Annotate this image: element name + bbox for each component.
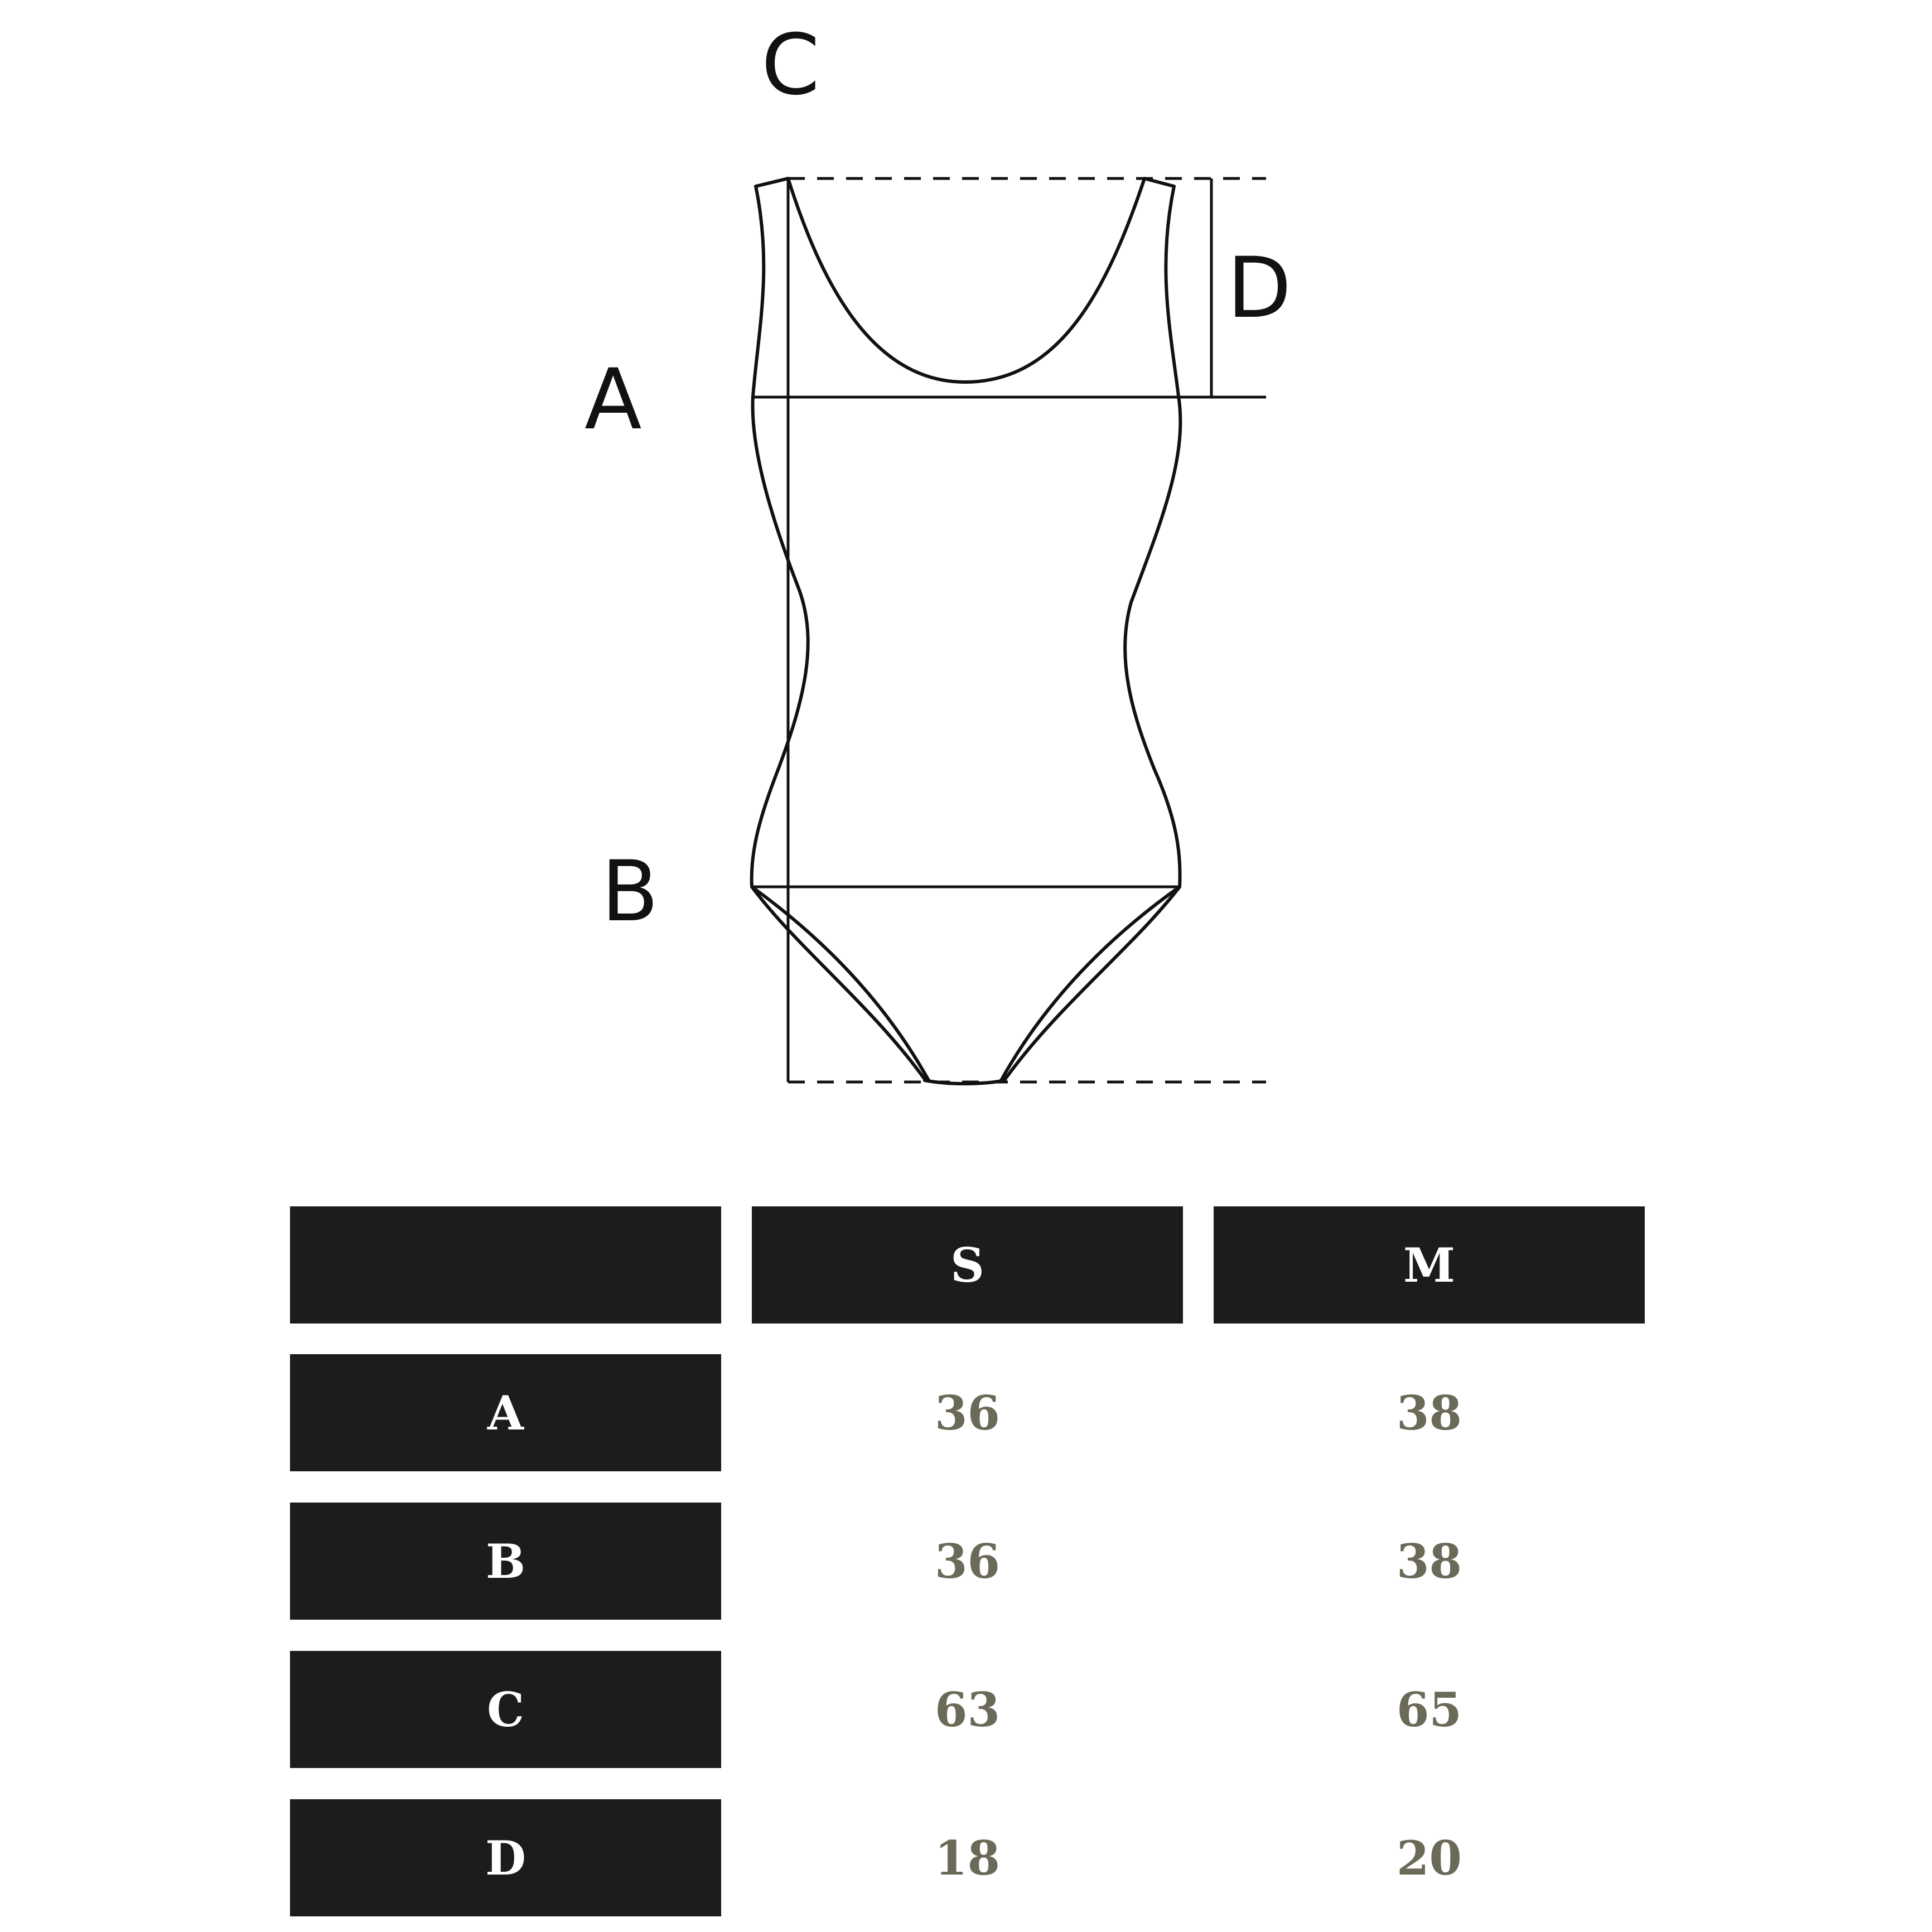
- label-a: A: [585, 351, 642, 448]
- row-label-a: A: [290, 1354, 721, 1471]
- left-leg-inner: [750, 885, 930, 1082]
- right-side: [1123, 185, 1182, 888]
- cell-b-m: 38: [1397, 1533, 1462, 1589]
- cell-d-m: 20: [1397, 1830, 1462, 1886]
- table-header-size-s: S: [752, 1206, 1183, 1324]
- label-b: B: [601, 843, 659, 940]
- label-c: C: [761, 17, 820, 114]
- right-leg-inner: [999, 885, 1181, 1082]
- cell-b-s: 36: [935, 1533, 1000, 1589]
- row-label-b: B: [290, 1503, 721, 1620]
- left-strap: [754, 177, 790, 188]
- left-side: [750, 185, 810, 888]
- cell-a-s: 36: [935, 1385, 1000, 1441]
- label-d: D: [1227, 240, 1292, 337]
- neckline: [786, 177, 1146, 384]
- table-header-blank: [290, 1206, 721, 1324]
- bodysuit-diagram: C D A B: [585, 17, 1292, 1085]
- cell-c-s: 63: [935, 1682, 1000, 1737]
- cell-c-m: 65: [1397, 1682, 1462, 1737]
- cell-d-s: 18: [935, 1830, 1000, 1886]
- row-label-d: D: [290, 1799, 721, 1916]
- cell-a-m: 38: [1397, 1385, 1462, 1441]
- right-leg-opening: [1003, 885, 1181, 1081]
- left-leg-opening: [750, 885, 926, 1081]
- row-label-c: C: [290, 1651, 721, 1768]
- table-header-size-m: M: [1214, 1206, 1645, 1324]
